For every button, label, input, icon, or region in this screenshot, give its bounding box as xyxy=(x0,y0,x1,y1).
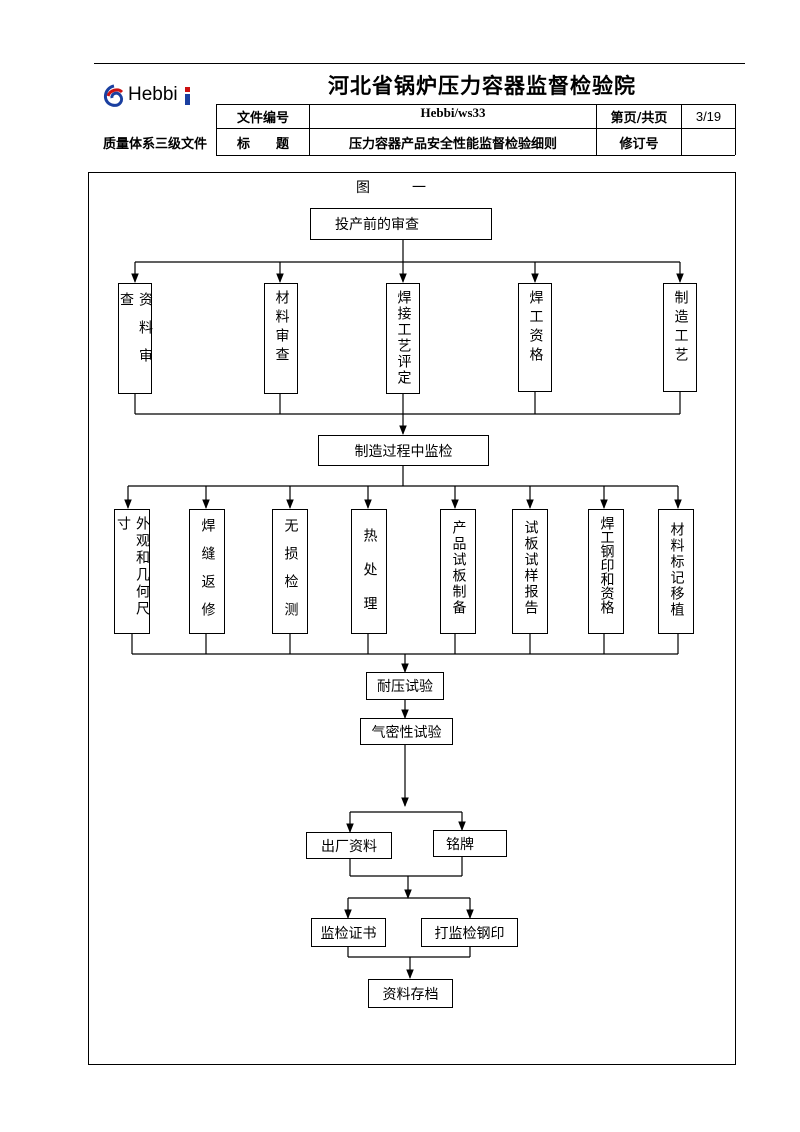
review-item-manufacturing-process: 制造工艺 xyxy=(663,283,697,392)
revision-label: 修订号 xyxy=(619,136,659,152)
factory-docs-box: 出厂资料 xyxy=(306,832,392,859)
file-no-label: 文件编号 xyxy=(236,111,289,126)
org-title: 河北省锅炉压力容器监督检验院 xyxy=(328,74,636,98)
archive-box: 资料存档 xyxy=(368,979,453,1008)
page-label: 第页/共页 xyxy=(610,111,668,126)
header-table-rule xyxy=(216,104,217,155)
pre-production-review-box: 投产前的审查 xyxy=(310,208,492,240)
review-item-material: 材料审查 xyxy=(264,283,298,394)
title-label: 标 题 xyxy=(236,136,289,152)
certificate-box: 监检证书 xyxy=(311,918,386,947)
header-table-rule xyxy=(596,104,597,155)
process-item-heat-treatment: 热处理 xyxy=(351,509,387,634)
process-item-weld-repair: 焊缝返修 xyxy=(189,509,225,634)
process-item-material-marking: 材料标记移植 xyxy=(658,509,694,634)
hebbi-logo: Hebbi xyxy=(100,80,200,112)
process-item-test-plate: 产品试板制备 xyxy=(440,509,476,634)
figure-caption: 图 一 xyxy=(356,180,426,196)
title-value: 压力容器产品安全性能监督检验细则 xyxy=(348,136,557,152)
process-item-welder-stamp: 焊工钢印和资格 xyxy=(588,509,624,634)
review-item-data: 资料审查 xyxy=(118,283,153,394)
header-table-rule xyxy=(216,104,735,105)
header-top-rule xyxy=(94,63,745,64)
doc-level-label: 质量体系三级文件 xyxy=(102,136,207,152)
header-table-rule xyxy=(216,128,735,129)
nameplate-box: 铭牌 xyxy=(433,830,507,857)
process-item-appearance: 外观和几何尺寸 xyxy=(114,509,150,634)
stamp-box: 打监检钢印 xyxy=(421,918,518,947)
in-process-inspection-box: 制造过程中监检 xyxy=(318,435,489,466)
review-item-welding-procedure: 焊接工艺评定 xyxy=(386,283,420,394)
process-item-ndt: 无损检测 xyxy=(272,509,308,634)
leak-test-box: 气密性试验 xyxy=(360,718,453,745)
header-table-rule xyxy=(309,104,310,155)
header-table-rule xyxy=(681,104,682,155)
logo-swirl-icon xyxy=(104,84,190,107)
logo-text: Hebbi xyxy=(128,84,178,105)
file-no-value: Hebbi/ws33 xyxy=(420,105,486,120)
figure-frame xyxy=(88,172,736,1065)
header-table-rule xyxy=(735,104,736,155)
page-value: 3/19 xyxy=(695,109,722,124)
process-item-specimen-report: 试板试样报告 xyxy=(512,509,548,634)
review-item-welder-qualification: 焊工资格 xyxy=(518,283,552,392)
pressure-test-box: 耐压试验 xyxy=(366,672,444,700)
header-table-rule xyxy=(216,155,735,156)
